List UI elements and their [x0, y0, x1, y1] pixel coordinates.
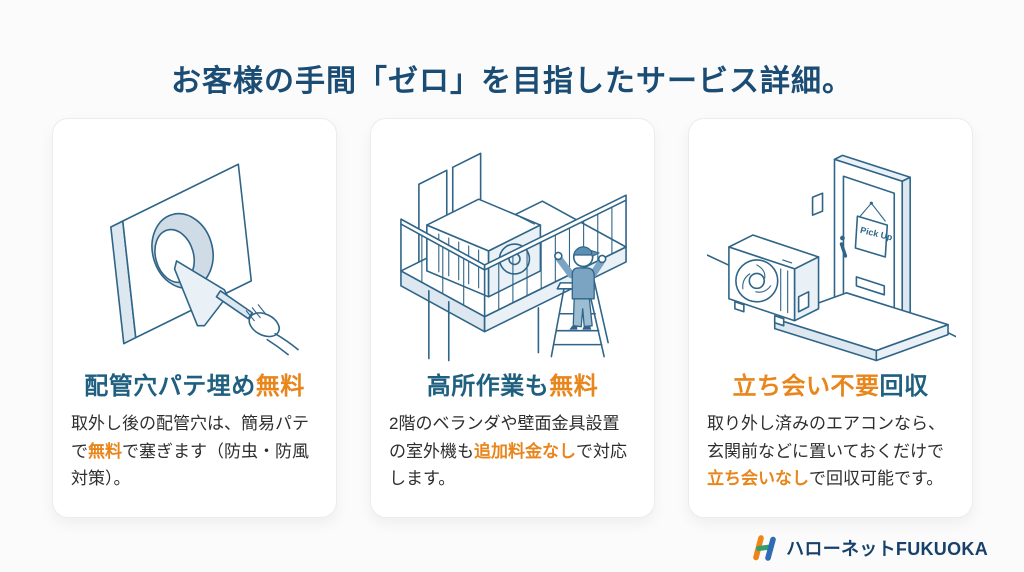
hellonet-h-logo-icon: [753, 535, 776, 561]
putty-trowel: [173, 260, 254, 327]
pickup-sign: Pick Up: [854, 201, 894, 258]
ac-outdoor-unit: [728, 234, 820, 327]
balcony-worker-illustration: [400, 152, 627, 362]
card-heading: 高所作業も無料: [389, 371, 636, 402]
service-cards: 配管穴パテ埋め無料 取外し後の配管穴は、簡易パテで無料で塞ぎます（防虫・防風対策…: [52, 118, 973, 518]
card-putty-fill: 配管穴パテ埋め無料 取外し後の配管穴は、簡易パテで無料で塞ぎます（防虫・防風対策…: [52, 118, 337, 518]
balcony-railing: [400, 194, 627, 318]
pipe-cover-box: [797, 291, 810, 313]
card-description: 取り外し済みのエアコンなら、玄関前などに置いておくだけで立ち会いなしで回収可能で…: [707, 414, 945, 489]
heading-highlight: 無料: [255, 373, 305, 400]
entrance-pickup-illustration: Pick Up: [707, 154, 956, 362]
hand: [245, 304, 299, 356]
card-heading: 配管穴パテ埋め無料: [71, 371, 318, 402]
mail-slot: [855, 276, 886, 296]
heading-highlight: 立ち会い不要: [732, 373, 880, 400]
heading-text: 高所作業も: [426, 373, 550, 400]
heading-text: 回収: [879, 373, 929, 400]
doorbell-box: [811, 192, 824, 216]
card-description: 取外し後の配管穴は、簡易パテで無料で塞ぎます（防虫・防風対策）。: [71, 414, 309, 489]
card-high-place-work: 高所作業も無料 2階のベランダや壁面金具設置の室外機も追加料金なしで対応します。: [370, 118, 655, 518]
page-title: お客様の手間「ゼロ」を目指したサービス詳細。: [171, 65, 853, 99]
brand-name: ハローネットFUKUOKA: [786, 539, 988, 559]
card-no-attendance-pickup: Pick Up 立ち会い不要回収: [688, 118, 973, 518]
wall-putty-illustration: [110, 163, 299, 356]
worker-figure: [554, 246, 607, 330]
heading-text: 配管穴パテ埋め: [84, 373, 256, 400]
brand-footer: ハローネットFUKUOKA: [749, 535, 988, 561]
card-heading: 立ち会い不要回収: [707, 371, 954, 402]
card-description: 2階のベランダや壁面金具設置の室外機も追加料金なしで対応します。: [389, 414, 627, 489]
heading-highlight: 無料: [549, 373, 599, 400]
